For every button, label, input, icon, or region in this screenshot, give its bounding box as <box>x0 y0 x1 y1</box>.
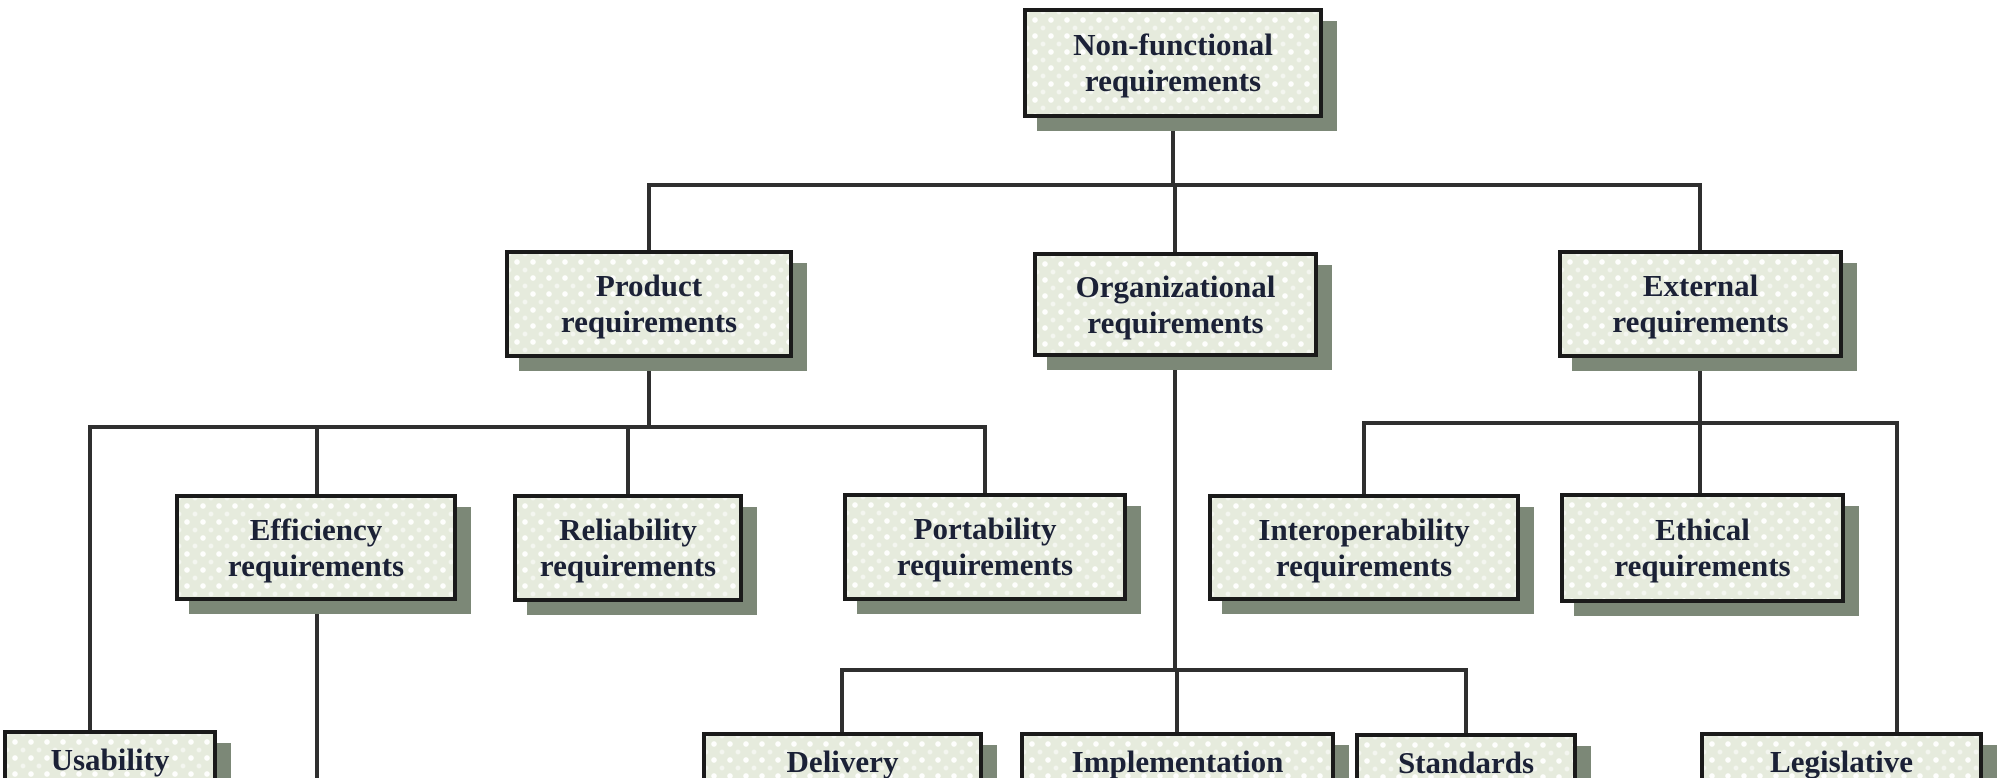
node-label-line: Product <box>595 268 703 303</box>
node-label-line: requirements <box>560 304 738 339</box>
node-legislative: Legislative <box>1700 732 1983 778</box>
connector-line-v-11 <box>315 601 319 778</box>
connector-line-v-19 <box>1362 423 1366 494</box>
connector-line-v-8 <box>315 427 319 494</box>
node-label-line: Usability <box>50 742 170 777</box>
connector-line-h-13 <box>840 668 1468 672</box>
node-label-line: Interoperability <box>1258 511 1470 547</box>
connector-line-v-7 <box>88 427 92 732</box>
node-label-line: Standards <box>1397 745 1535 778</box>
node-label-line: requirements <box>539 548 717 583</box>
connector-line-v-20 <box>1895 423 1899 732</box>
node-label-line: requirements <box>896 547 1074 582</box>
connector-line-v-3 <box>1173 185 1177 252</box>
connector-line-v-16 <box>1464 670 1468 733</box>
node-label-line: requirements <box>1612 304 1789 339</box>
node-label-line: requirements <box>227 547 405 583</box>
node-label-line: Implementation <box>1071 744 1284 778</box>
node-label-line: Portability <box>913 511 1057 546</box>
node-label-line: External <box>1642 268 1759 303</box>
node-standards: Standards <box>1355 733 1577 778</box>
connector-line-v-5 <box>647 358 651 429</box>
node-label-line: requirements <box>1614 548 1791 583</box>
node-usability: Usability <box>3 730 217 778</box>
node-label-line: Non-functional <box>1073 27 1273 62</box>
node-label-line: requirements <box>1084 63 1262 98</box>
connector-line-v-9 <box>626 427 630 495</box>
connector-line-v-0 <box>1171 118 1175 187</box>
connector-line-v-10 <box>983 427 987 493</box>
node-label-line: requirements <box>1087 304 1264 340</box>
node-label-line: Reliability <box>559 512 697 547</box>
node-label-line: Efficiency <box>249 511 383 547</box>
node-label-line: requirements <box>1275 547 1453 583</box>
connector-line-v-17 <box>1698 358 1702 493</box>
node-label-line: Organizational <box>1075 268 1276 304</box>
node-label-line: Delivery <box>786 744 899 778</box>
node-label-line: Ethical <box>1655 512 1750 547</box>
node-delivery: Delivery <box>702 732 983 778</box>
node-label-line: Legislative <box>1770 744 1913 778</box>
connector-line-v-4 <box>1698 185 1702 250</box>
connector-line-v-2 <box>647 185 651 250</box>
connector-line-v-15 <box>1175 670 1179 733</box>
node-implementation: Implementation <box>1020 732 1335 778</box>
connector-line-v-14 <box>840 670 844 732</box>
connector-line-v-12 <box>1173 357 1177 672</box>
connector-line-h-6 <box>88 425 987 429</box>
connector-line-h-18 <box>1362 421 1899 425</box>
